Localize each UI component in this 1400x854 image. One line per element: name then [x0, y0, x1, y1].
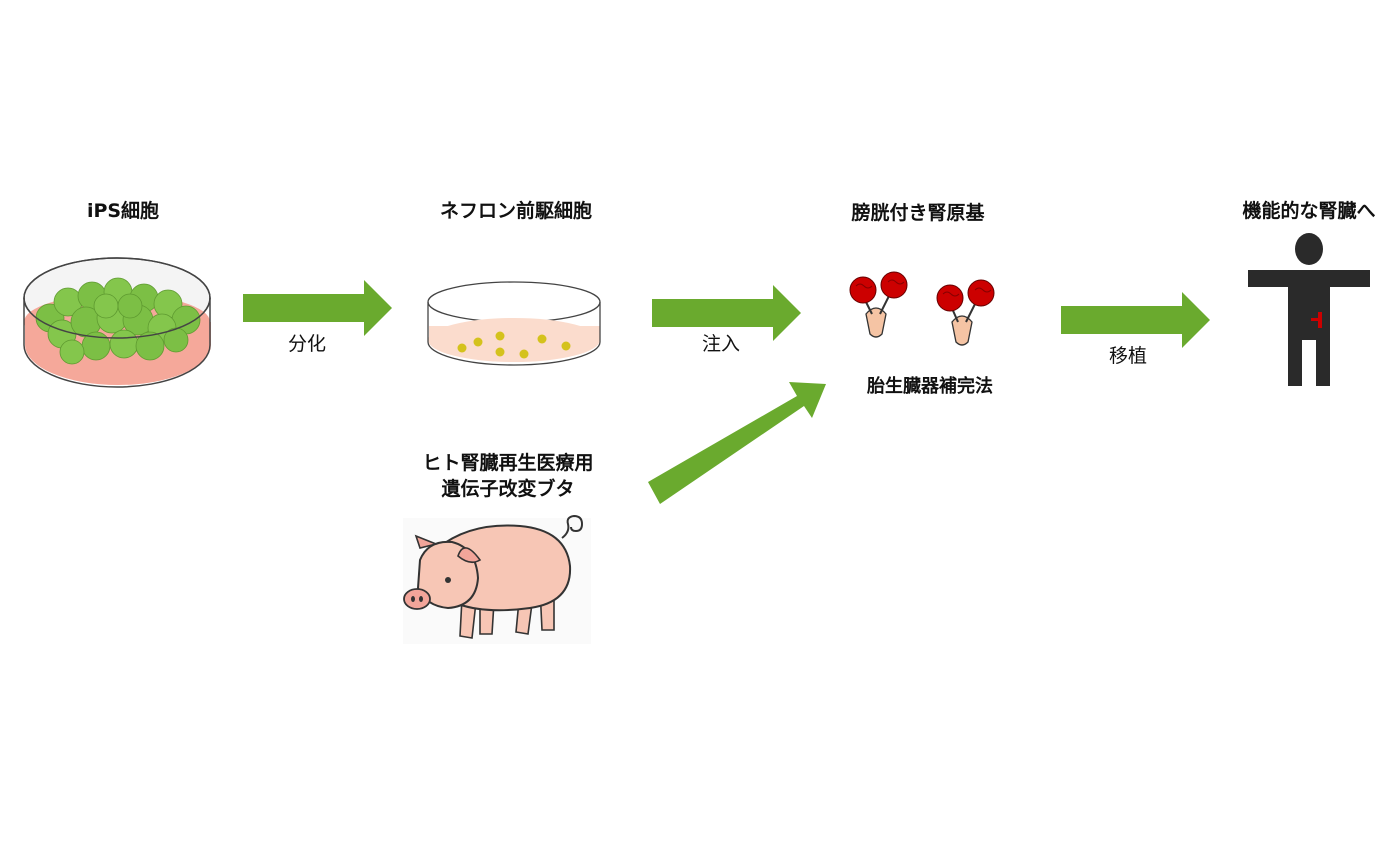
- pig-illustration-icon: [403, 514, 591, 644]
- human-figure-icon: [1248, 233, 1370, 386]
- step-label-organ-complementation: 胎生臓器補完法: [867, 376, 993, 397]
- arrow-differentiation: [243, 280, 392, 336]
- arrow-complementation: [648, 382, 826, 504]
- pig-label-line2: 遺伝子改変ブタ: [441, 478, 575, 500]
- ips-cell-colonies: [35, 277, 201, 365]
- stage-label-functional-kidney: 機能的な腎臓へ: [1242, 200, 1376, 222]
- step-label-injection: 注入: [701, 333, 741, 355]
- stage-label-ips-cells: iPS細胞: [86, 200, 160, 222]
- progenitor-cell-dots: [457, 331, 571, 359]
- arrow-transplant: [1061, 292, 1210, 348]
- step-label-differentiation: 分化: [287, 333, 327, 355]
- step-label-transplant: 移植: [1108, 345, 1148, 367]
- transplanted-kidney-icon: [1311, 312, 1322, 328]
- stage-label-bladder-kidney-primordium: 膀胱付き腎原基: [851, 202, 985, 224]
- kidney-bladder-primordium-1: [849, 271, 908, 338]
- ips-cell-dish: [23, 257, 211, 388]
- nephron-progenitor-dish: [427, 281, 601, 366]
- stage-label-nephron-progenitor: ネフロン前駆細胞: [439, 200, 593, 222]
- pig-label-line1: ヒト腎臓再生医療用: [422, 452, 594, 474]
- arrow-injection: [652, 285, 801, 341]
- kidney-bladder-primordium-2: [936, 279, 995, 346]
